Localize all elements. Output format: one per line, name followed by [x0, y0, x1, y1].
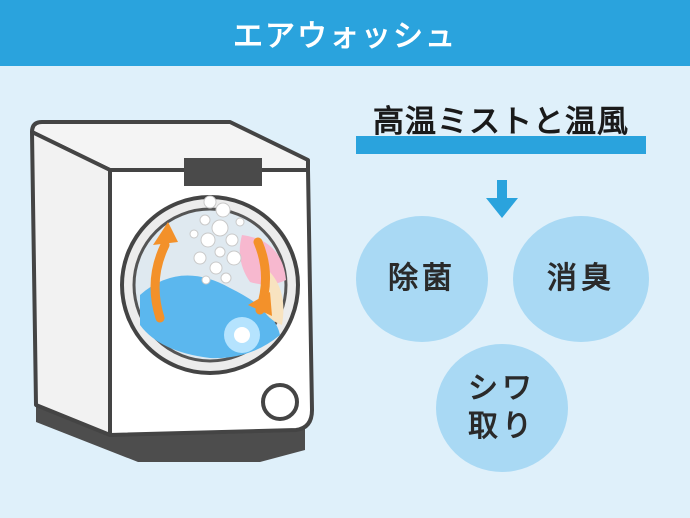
detergent-drawer	[184, 158, 262, 186]
mist-heading: 高温ミストと温風	[356, 100, 646, 154]
header-bar: エアウォッシュ	[0, 0, 690, 66]
effect-wrinkle-label-line2: 取り	[468, 409, 536, 444]
effect-wrinkle-circle: シワ 取り	[436, 344, 568, 472]
effect-wrinkle-label-line1: シワ	[468, 371, 536, 406]
header-title: エアウォッシュ	[233, 19, 457, 54]
mist-title: 高温ミストと温風	[373, 104, 629, 140]
light-core	[234, 327, 250, 343]
effect-sterilize-label: 除菌	[388, 261, 456, 296]
washing-machine-illustration	[30, 120, 314, 462]
arrow-head-left	[153, 222, 178, 245]
washer-knob	[261, 383, 299, 421]
effect-sterilize-circle: 除菌	[356, 216, 488, 342]
down-arrow-icon	[486, 180, 518, 218]
washer-side	[30, 130, 112, 437]
effect-deodorize-label: 消臭	[547, 261, 615, 296]
mist-underline-bar	[356, 136, 646, 154]
mist-bubbles	[189, 195, 245, 285]
arrow-head-right	[248, 292, 272, 316]
effect-deodorize-circle: 消臭	[513, 216, 649, 342]
